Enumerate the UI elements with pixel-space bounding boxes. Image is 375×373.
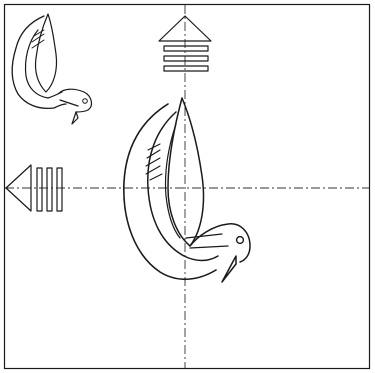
large-bird-icon xyxy=(124,98,250,282)
small-bird-icon xyxy=(12,14,91,124)
frame-border xyxy=(5,5,370,369)
